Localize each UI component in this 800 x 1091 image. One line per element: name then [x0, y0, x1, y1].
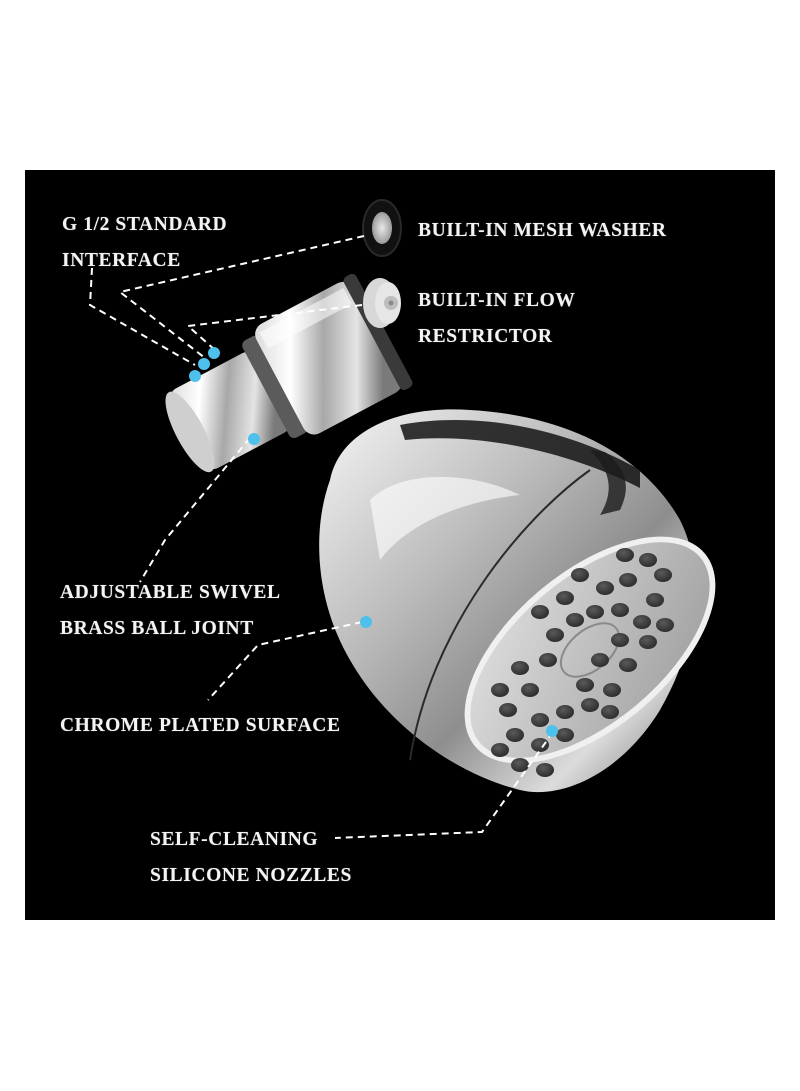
- callout-line: INTERFACE: [62, 250, 181, 271]
- callout-leader-lines: [88, 235, 554, 839]
- callout-line: BUILT-IN FLOW: [418, 290, 576, 311]
- mesh-washer-icon: [362, 199, 402, 257]
- silicone-nozzles: [491, 548, 674, 777]
- callout-interface: G 1/2 STANDARD INTERFACE: [62, 207, 227, 279]
- callout-line: G 1/2 STANDARD: [62, 214, 228, 235]
- callout-mesh-washer: BUILT-IN MESH WASHER: [418, 213, 667, 249]
- callout-nozzles: SELF-CLEANING SILICONE NOZZLES: [150, 822, 352, 894]
- callout-line: CHROME PLATED SURFACE: [60, 715, 341, 736]
- callout-line: SILICONE NOZZLES: [150, 865, 352, 886]
- callout-line: ADJUSTABLE SWIVEL: [60, 582, 281, 603]
- callout-markers: [189, 347, 558, 737]
- callout-ball-joint: ADJUSTABLE SWIVEL BRASS BALL JOINT: [60, 575, 281, 647]
- callout-line: SELF-CLEANING: [150, 829, 319, 850]
- feature-diagram-panel: G 1/2 STANDARD INTERFACE BUILT-IN MESH W…: [25, 170, 775, 920]
- callout-chrome-surface: CHROME PLATED SURFACE: [60, 708, 341, 744]
- inlet-connector: [165, 273, 413, 473]
- callout-line: RESTRICTOR: [418, 326, 553, 347]
- callout-flow-restrictor: BUILT-IN FLOW RESTRICTOR: [418, 283, 576, 355]
- flow-restrictor-icon: [363, 278, 401, 328]
- callout-line: BUILT-IN MESH WASHER: [418, 220, 667, 241]
- shower-head-illustration: [88, 199, 716, 839]
- callout-line: BRASS BALL JOINT: [60, 618, 254, 639]
